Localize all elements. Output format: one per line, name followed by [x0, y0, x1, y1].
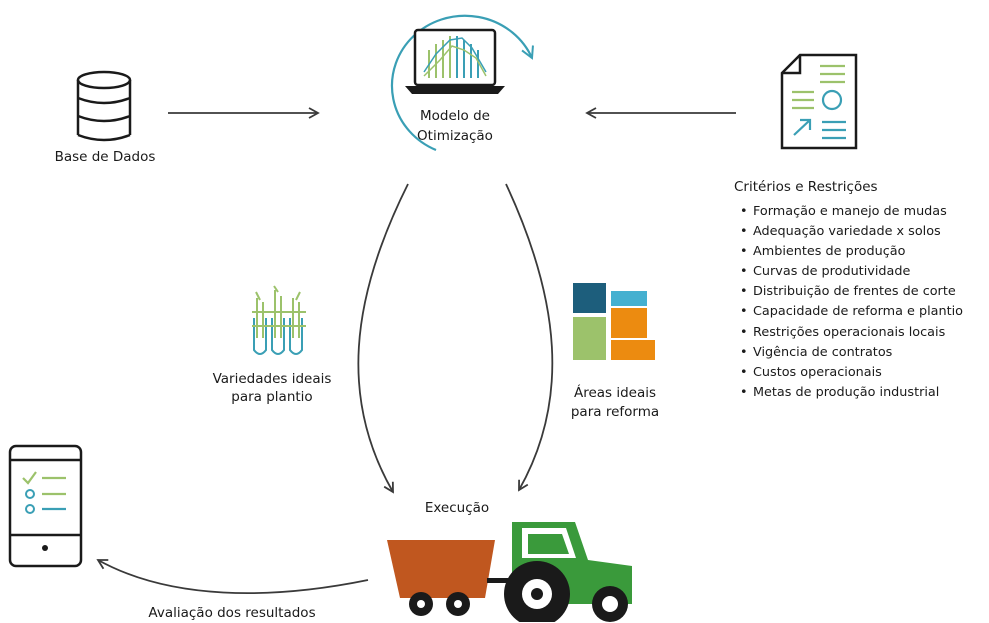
criteria-item: Adequação variedade x solos — [740, 222, 963, 242]
evaluation-label: Avaliação dos resultados — [148, 605, 316, 621]
criteria-title: Critérios e Restrições — [734, 179, 878, 195]
criteria-item: Distribuição de frentes de corte — [740, 282, 963, 302]
varieties-label-line1: Variedades ideais — [212, 371, 332, 387]
reform-areas-icon — [573, 283, 655, 360]
arrow-execution-to-evaluation — [96, 559, 369, 595]
criteria-list: Formação e manejo de mudas Adequação var… — [740, 202, 963, 403]
criteria-item: Ambientes de produção — [740, 242, 963, 262]
varieties-label-line2: para plantio — [231, 389, 313, 405]
laptop-chart-icon — [405, 28, 505, 94]
database-label: Base de Dados — [54, 149, 156, 165]
tractor-trailer-icon — [387, 522, 632, 622]
arrow-model-to-execution-right — [505, 183, 554, 492]
model-label-line2: Otimização — [417, 128, 493, 144]
database-icon — [76, 70, 132, 142]
cane-varieties-icon — [252, 285, 306, 355]
criteria-item: Custos operacionais — [740, 363, 963, 383]
areas-label-line1: Áreas ideais — [573, 385, 657, 401]
execution-label: Execução — [424, 500, 490, 516]
criteria-document-icon — [780, 53, 858, 150]
criteria-item: Capacidade de reforma e plantio — [740, 302, 963, 322]
criteria-item: Metas de produção industrial — [740, 383, 963, 403]
arrow-model-to-execution-left — [357, 183, 409, 494]
tablet-checklist-icon — [8, 444, 83, 568]
model-label-line1: Modelo de — [420, 108, 490, 124]
criteria-item: Formação e manejo de mudas — [740, 202, 963, 222]
optimization-cycle-icon — [390, 14, 532, 152]
criteria-item: Vigência de contratos — [740, 343, 963, 363]
criteria-item: Curvas de produtividade — [740, 262, 963, 282]
areas-label-line2: para reforma — [570, 404, 660, 420]
criteria-item: Restrições operacionais locais — [740, 323, 963, 343]
